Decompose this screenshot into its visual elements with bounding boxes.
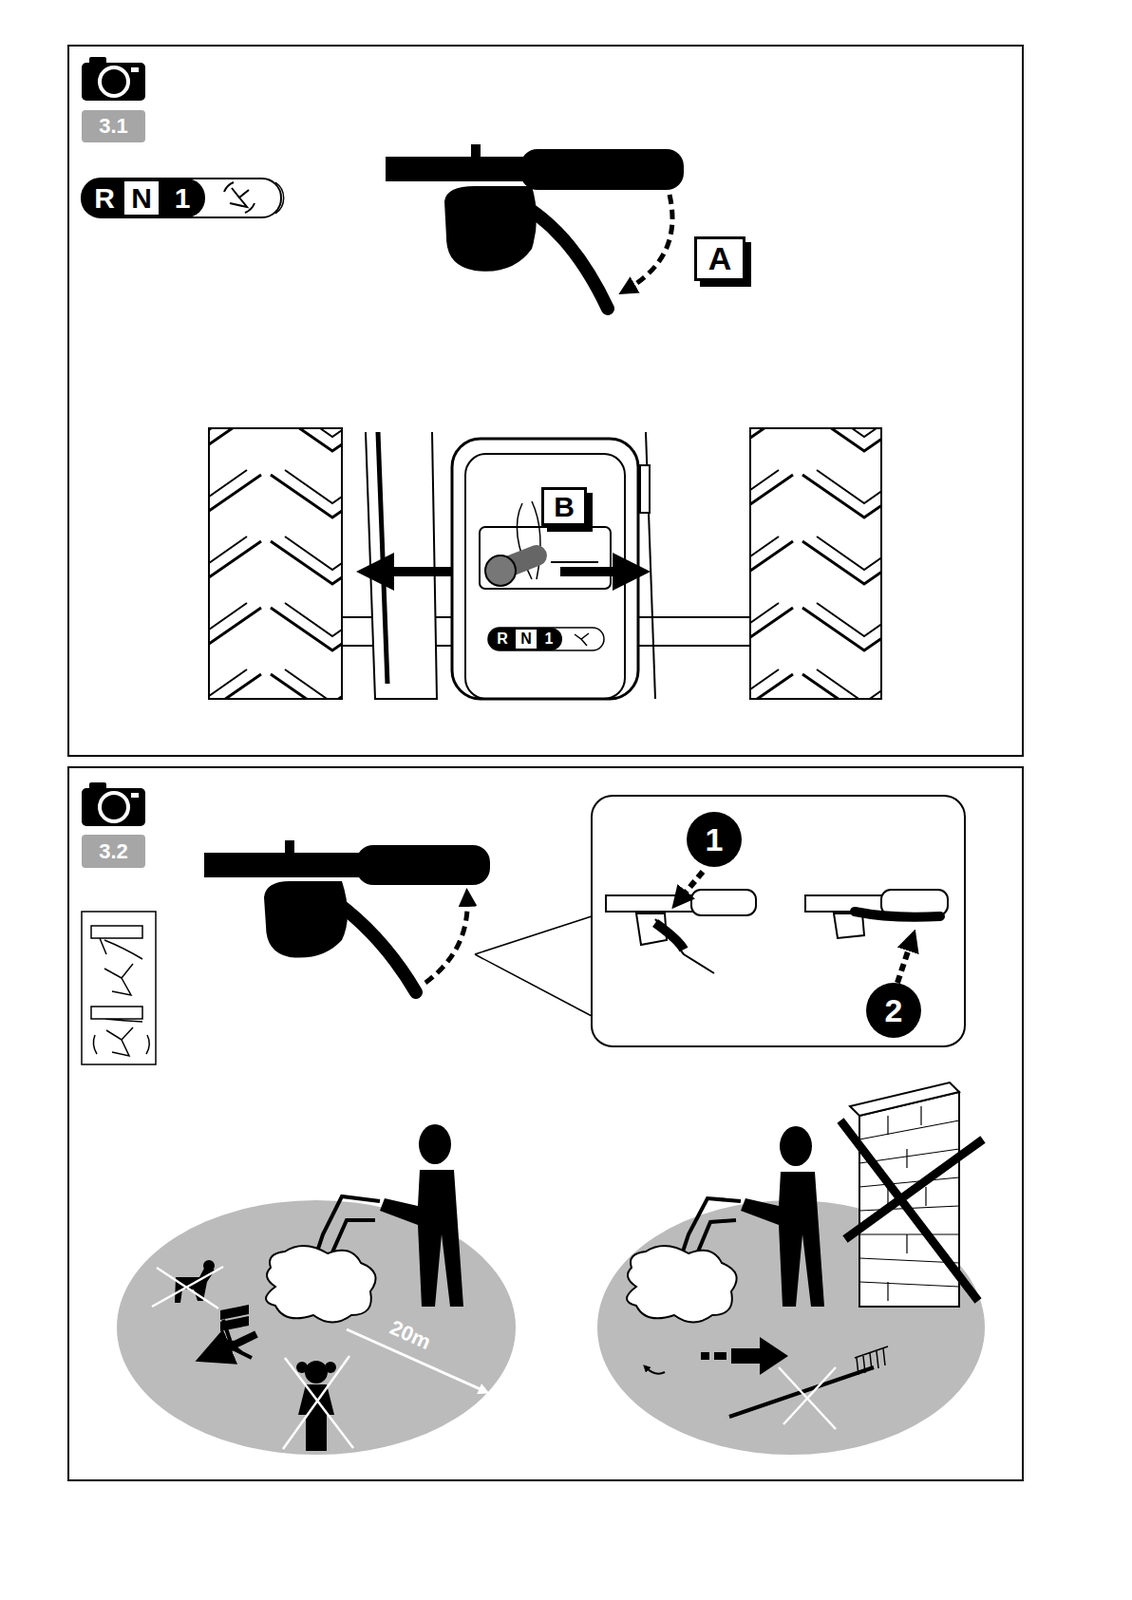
callout-number: 1 [686,811,742,868]
gear-position: R [87,181,122,215]
gear-position: N [124,181,159,215]
node-text: 3.1 [98,113,129,139]
gear-position: 1 [538,629,560,649]
figure-badge: 3.1 [81,110,146,143]
gear-position: R [491,629,513,649]
node-text: 3.2 [98,839,129,865]
gear-position: N [515,629,537,649]
node-text: 1 [705,821,724,859]
callout-box: B [541,487,587,527]
node-text: 2 [885,992,904,1030]
node-text: A [708,240,733,278]
callout-box: A [694,236,746,282]
figure-badge: 3.2 [81,834,146,868]
gear-position: 1 [161,181,204,215]
callout-number: 2 [866,982,922,1038]
node-text: B [553,490,575,524]
